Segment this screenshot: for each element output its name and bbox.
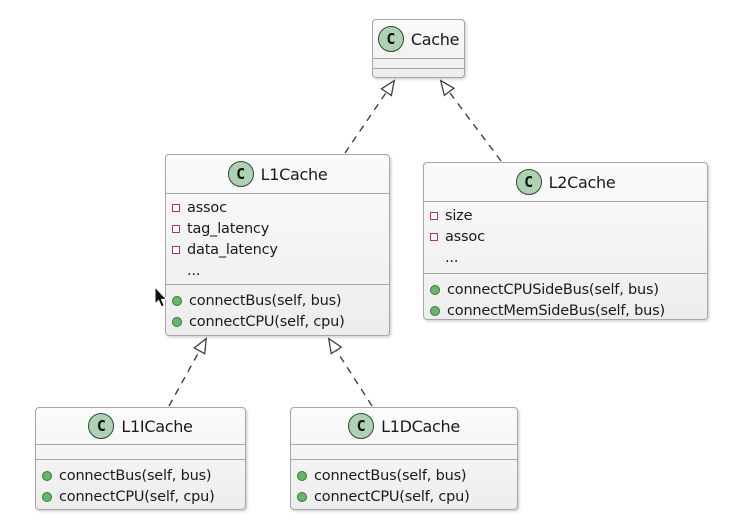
public-method-icon bbox=[172, 316, 182, 327]
class-title: C Cache bbox=[373, 20, 464, 58]
public-method-icon bbox=[297, 470, 307, 481]
method-signature: connectBus(self, bus) bbox=[59, 467, 212, 484]
class-name: L1ICache bbox=[121, 416, 193, 436]
method-signature: connectCPU(self, cpu) bbox=[189, 313, 345, 330]
edge-l1cache-to-cache bbox=[344, 79, 396, 154]
class-title: C L1ICache bbox=[36, 408, 245, 444]
method-row: connectMemSideBus(self, bus) bbox=[424, 300, 707, 321]
public-method-icon bbox=[172, 295, 182, 306]
methods-compartment: connectBus(self, bus) connectCPU(self, c… bbox=[36, 459, 245, 511]
attributes-compartment: assoc tag_latency data_latency ... bbox=[166, 193, 389, 284]
method-row: connectCPU(self, cpu) bbox=[36, 486, 245, 507]
edge-l1dcache-to-l1cache bbox=[327, 337, 373, 407]
ellipsis-text: ... bbox=[445, 249, 459, 266]
attribute-name: tag_latency bbox=[187, 220, 270, 237]
public-method-icon bbox=[430, 305, 440, 316]
methods-compartment: connectCPUSideBus(self, bus) connectMemS… bbox=[424, 273, 707, 320]
class-box-l1icache: C L1ICache connectBus(self, bus) connect… bbox=[35, 407, 246, 510]
class-icon: C bbox=[88, 413, 115, 439]
attributes-compartment bbox=[291, 444, 517, 459]
methods-compartment: connectBus(self, bus) connectCPU(self, c… bbox=[291, 459, 517, 511]
private-field-icon bbox=[172, 245, 180, 254]
private-field-icon bbox=[172, 224, 180, 233]
class-name: L1Cache bbox=[260, 164, 328, 184]
attribute-name: data_latency bbox=[187, 241, 278, 258]
attribute-row: tag_latency bbox=[166, 218, 389, 239]
private-field-icon bbox=[172, 203, 180, 212]
method-signature: connectBus(self, bus) bbox=[314, 467, 467, 484]
method-row: connectCPU(self, cpu) bbox=[291, 486, 517, 507]
class-title: C L2Cache bbox=[424, 163, 707, 201]
attribute-row: data_latency bbox=[166, 239, 389, 260]
class-icon: C bbox=[377, 26, 404, 52]
edge-l2cache-to-cache bbox=[439, 79, 502, 162]
class-icon: C bbox=[348, 413, 375, 439]
class-name: L1DCache bbox=[381, 416, 460, 436]
methods-compartment: connectBus(self, bus) connectCPU(self, c… bbox=[166, 284, 389, 337]
method-row: connectBus(self, bus) bbox=[36, 465, 245, 486]
method-row: connectCPUSideBus(self, bus) bbox=[424, 279, 707, 300]
attribute-row: assoc bbox=[166, 197, 389, 218]
method-signature: connectCPUSideBus(self, bus) bbox=[447, 281, 659, 298]
attribute-name: assoc bbox=[445, 228, 485, 245]
method-signature: connectMemSideBus(self, bus) bbox=[447, 302, 665, 319]
class-title: C L1Cache bbox=[166, 155, 389, 193]
attributes-compartment bbox=[36, 444, 245, 459]
attribute-row: size bbox=[424, 205, 707, 226]
private-field-icon bbox=[430, 232, 438, 241]
ellipsis-row: ... bbox=[424, 247, 707, 268]
class-name: L2Cache bbox=[548, 172, 616, 192]
method-signature: connectBus(self, bus) bbox=[189, 292, 342, 309]
ellipsis-row: ... bbox=[166, 260, 389, 281]
attribute-name: assoc bbox=[187, 199, 227, 216]
ellipsis-text: ... bbox=[187, 262, 201, 279]
class-box-l2cache: C L2Cache size assoc ... connectCPUSideB… bbox=[423, 162, 708, 320]
public-method-icon bbox=[42, 491, 52, 502]
private-field-icon bbox=[430, 211, 438, 220]
class-icon: C bbox=[227, 161, 254, 187]
class-box-l1dcache: C L1DCache connectBus(self, bus) connect… bbox=[290, 407, 518, 510]
method-row: connectBus(self, bus) bbox=[291, 465, 517, 486]
method-row: connectBus(self, bus) bbox=[166, 290, 389, 311]
method-row: connectCPU(self, cpu) bbox=[166, 311, 389, 332]
class-box-cache: C Cache bbox=[372, 19, 465, 78]
class-title: C L1DCache bbox=[291, 408, 517, 444]
attribute-row: assoc bbox=[424, 226, 707, 247]
public-method-icon bbox=[297, 491, 307, 502]
attributes-compartment: size assoc ... bbox=[424, 201, 707, 273]
public-method-icon bbox=[42, 470, 52, 481]
methods-compartment bbox=[373, 68, 464, 79]
method-signature: connectCPU(self, cpu) bbox=[314, 488, 470, 505]
class-name: Cache bbox=[410, 29, 460, 49]
attributes-compartment bbox=[373, 58, 464, 68]
attribute-name: size bbox=[445, 207, 473, 224]
edge-l1icache-to-l1cache bbox=[168, 337, 208, 407]
class-icon: C bbox=[515, 169, 542, 195]
class-box-l1cache: C L1Cache assoc tag_latency data_latency… bbox=[165, 154, 390, 336]
public-method-icon bbox=[430, 284, 440, 295]
method-signature: connectCPU(self, cpu) bbox=[59, 488, 215, 505]
